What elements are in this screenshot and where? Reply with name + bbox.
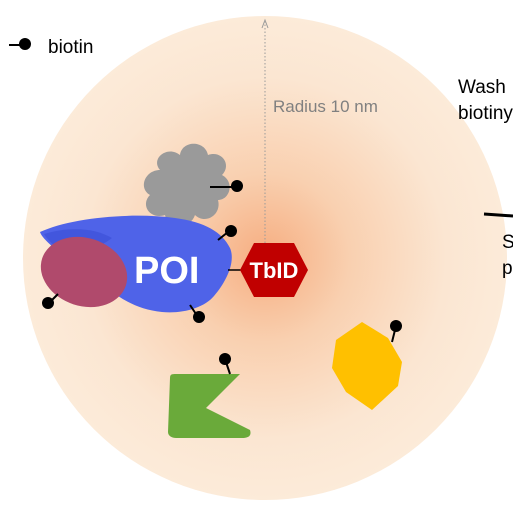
poi-label: POI [134, 250, 199, 292]
turboid-label: TbID [250, 258, 299, 283]
radius-label: Radius 10 nm [273, 97, 378, 116]
turboid-enzyme [240, 243, 308, 297]
yellow-protein [332, 320, 402, 410]
biotin-legend-label: biotin [48, 37, 93, 58]
biotin-legend-icon [9, 38, 31, 50]
side-text-line-3: S [502, 232, 513, 253]
side-arrow-stub [483, 212, 513, 218]
radius-indicator [261, 18, 269, 250]
side-text-line-2: biotiny [458, 103, 513, 124]
side-text-line-1: Wash [458, 77, 506, 98]
side-text-line-4: p [502, 258, 513, 279]
interaction-partner-protein [40, 236, 128, 309]
green-protein [168, 353, 251, 438]
cloud-protein [143, 143, 243, 226]
